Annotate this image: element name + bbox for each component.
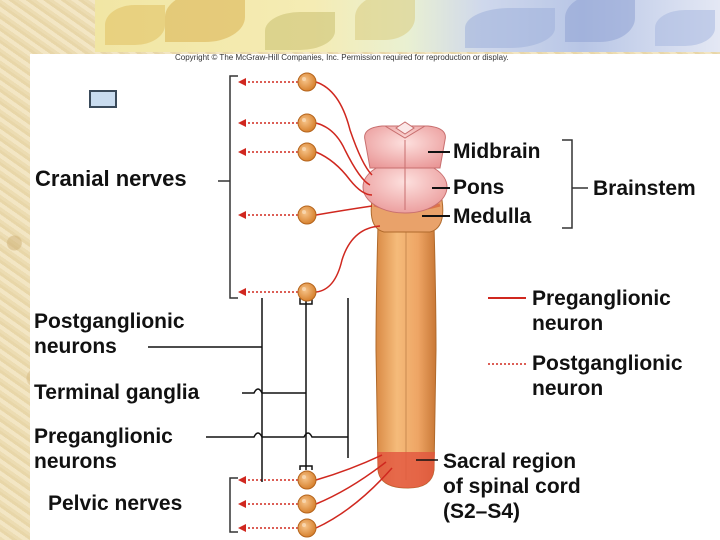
postganglionic-neurons-label-line1: Postganglionic [34, 310, 185, 333]
preganglionic-neurons-label-line2: neurons [34, 450, 117, 473]
postganglionic-neurons-label-line2: neurons [34, 335, 117, 358]
pons-label: Pons [453, 176, 505, 199]
decorative-banner [95, 0, 720, 52]
ganglion-cranial-4 [297, 205, 317, 225]
terminal-ganglia-label: Terminal ganglia [34, 381, 200, 404]
sacral-region-label-line3: (S2–S4) [443, 500, 521, 523]
ganglion-pelvic-3 [297, 518, 317, 538]
midbrain-label: Midbrain [453, 140, 541, 163]
legend-preganglionic-label-line1: Preganglionic [532, 287, 671, 310]
ganglion-pelvic-2 [297, 494, 317, 514]
ganglion-cranial-3 [297, 142, 317, 162]
brainstem-label: Brainstem [593, 177, 696, 200]
sacral-region [377, 452, 435, 488]
copyright-notice: Copyright © The McGraw-Hill Companies, I… [175, 53, 509, 62]
ganglion-pelvic-1 [297, 470, 317, 490]
sacral-region-label-line2: of spinal cord [443, 475, 581, 498]
medulla-label: Medulla [453, 205, 532, 228]
legend-postganglionic-label-line1: Postganglionic [532, 352, 683, 375]
ganglion-cranial-1 [297, 72, 317, 92]
sacral-region-label-line1: Sacral region [443, 450, 577, 473]
ganglion-cranial-5 [297, 282, 317, 302]
preganglionic-neurons-label-line1: Preganglionic [34, 425, 173, 448]
legend-postganglionic-label-line2: neuron [532, 377, 604, 400]
legend-preganglionic-label-line2: neuron [532, 312, 604, 335]
pelvic-nerves-label: Pelvic nerves [48, 492, 183, 515]
cranial-nerves-label: Cranial nerves [35, 166, 187, 191]
ganglion-cranial-2 [297, 113, 317, 133]
slide-thumbnail-box [89, 90, 117, 108]
